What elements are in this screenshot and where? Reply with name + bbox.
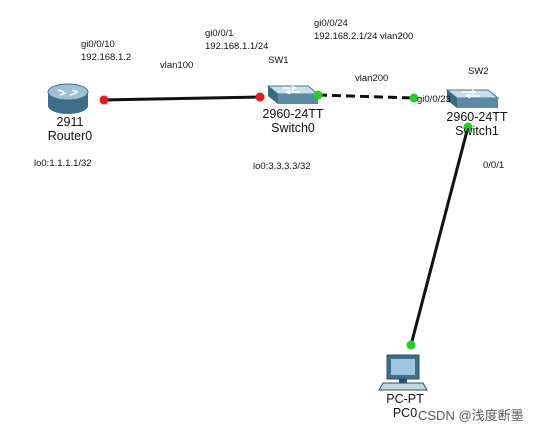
router-model-label: 2911 (56, 115, 84, 129)
switch1-name-label: Switch1 (455, 124, 499, 138)
switch1-tag-label: SW2 (468, 66, 489, 77)
switch0-loopback-label: lo0:3.3.3.3/32 (253, 161, 311, 172)
switch0-trunk-ip-label: 192.168.2.1/24 vlan200 (314, 31, 414, 42)
switch0-model-label: 2960-24TT (262, 107, 324, 121)
port-dot-router (99, 95, 109, 105)
port-dot-switch0-trunk (313, 90, 323, 100)
switch0-trunk-port-label: gi0/0/24 (314, 18, 348, 29)
router-ip-label: 192.168.1.2 (81, 52, 132, 63)
link-switch0-switch1 (317, 93, 415, 100)
link-switch1-pc (409, 126, 470, 346)
link-router-switch0 (101, 95, 263, 102)
switch1-port-label: gi0/0/23 (417, 94, 451, 105)
link1-vlan-label: vlan100 (160, 60, 194, 71)
link2-vlan-label: vlan200 (355, 73, 389, 84)
pc-model-label: PC-PT (386, 392, 424, 406)
port-dot-switch1-trunk (409, 93, 419, 103)
pc-icon[interactable] (378, 354, 428, 391)
watermark-text: CSDN @浅度断墨 (418, 408, 524, 423)
port-dot-switch1-pc (463, 122, 473, 132)
router-loopback-label: lo0:1.1.1.1/32 (34, 158, 92, 169)
router-port-label: gi0/0/10 (81, 39, 115, 50)
switch1-icon[interactable] (445, 89, 500, 108)
port-dot-switch0-router-side (255, 92, 265, 102)
switch0-port-label: gi0/0/1 (205, 28, 234, 39)
switch1-model-label: 2960-24TT (446, 110, 508, 124)
switch0-icon[interactable] (266, 85, 320, 104)
router-icon[interactable] (47, 83, 89, 114)
router-name-label: Router0 (47, 129, 93, 143)
port-dot-pc (406, 340, 416, 350)
switch0-ip-label: 192.168.1.1/24 (205, 41, 269, 52)
pc-link-port-label: 0/0/1 (483, 160, 505, 171)
pc-name-label: PC0 (392, 406, 418, 420)
switch0-tag-label: SW1 (268, 55, 289, 66)
switch0-name-label: Switch0 (271, 121, 315, 135)
